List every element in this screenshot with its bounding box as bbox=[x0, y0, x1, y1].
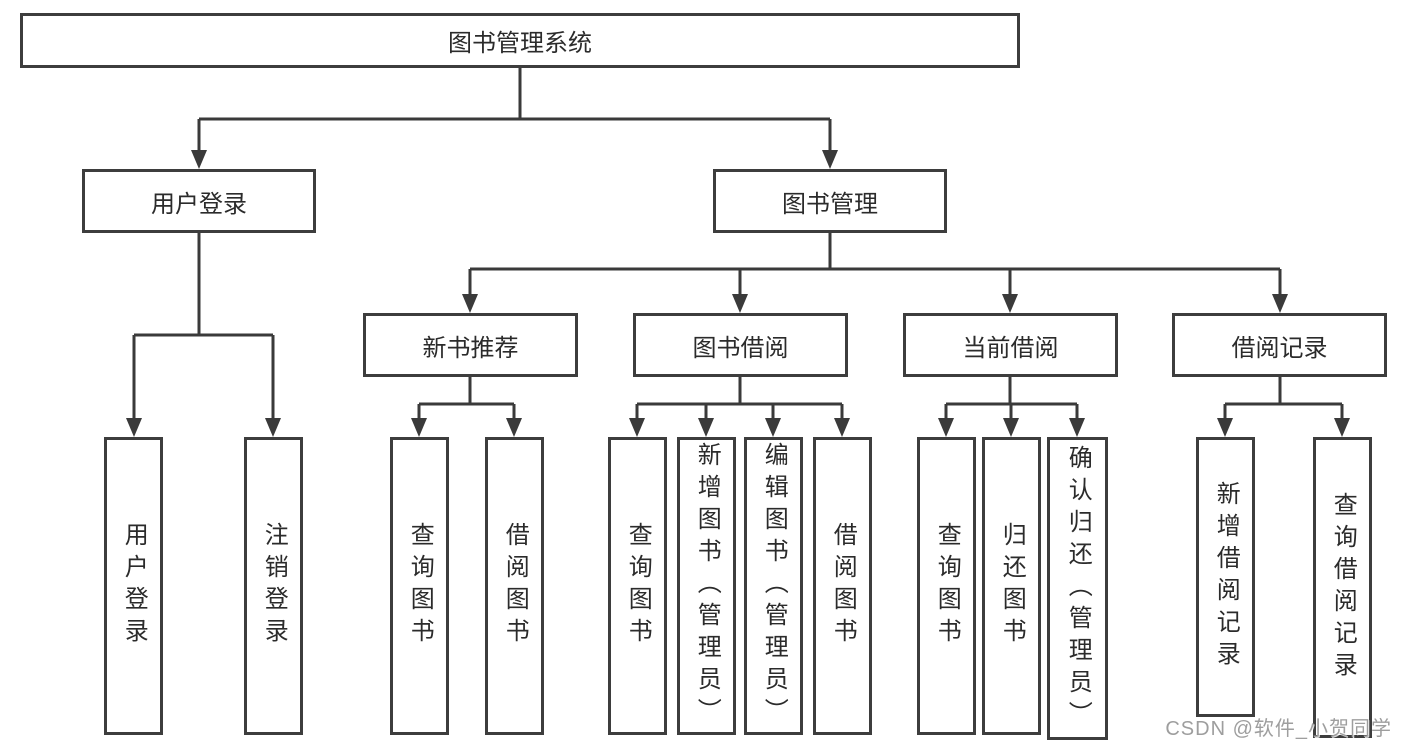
leaf-confirm-return-admin: 确认归还（管理员） bbox=[1047, 437, 1108, 740]
node-current-borrowing: 当前借阅 bbox=[903, 313, 1118, 377]
leaf-logout: 注销登录 bbox=[244, 437, 303, 735]
node-new-book-recommendation: 新书推荐 bbox=[363, 313, 578, 377]
node-borrowing-records: 借阅记录 bbox=[1172, 313, 1387, 377]
leaf-query-books-current: 查询图书 bbox=[917, 437, 976, 735]
csdn-watermark: CSDN @软件_小贺同学 bbox=[1165, 718, 1392, 740]
leaf-query-books-borrowing: 查询图书 bbox=[608, 437, 667, 735]
arrowheads bbox=[126, 150, 1350, 437]
node-book-borrowing: 图书借阅 bbox=[633, 313, 848, 377]
connector-segments bbox=[132, 68, 1344, 423]
leaf-borrow-books-recommendation: 借阅图书 bbox=[485, 437, 544, 735]
node-user-login: 用户登录 bbox=[82, 169, 316, 233]
leaf-borrow-books-borrowing: 借阅图书 bbox=[813, 437, 872, 735]
node-library-management-system: 图书管理系统 bbox=[20, 13, 1020, 68]
leaf-user-login: 用户登录 bbox=[104, 437, 163, 735]
leaf-edit-book-admin: 编辑图书（管理员） bbox=[744, 437, 803, 735]
leaf-return-books: 归还图书 bbox=[982, 437, 1041, 735]
node-book-management: 图书管理 bbox=[713, 169, 947, 233]
leaf-query-books-recommendation: 查询图书 bbox=[390, 437, 449, 735]
leaf-add-borrow-record: 新增借阅记录 bbox=[1196, 437, 1255, 717]
leaf-add-book-admin: 新增图书（管理员） bbox=[677, 437, 736, 735]
leaf-query-borrow-record: 查询借阅记录 bbox=[1313, 437, 1372, 738]
